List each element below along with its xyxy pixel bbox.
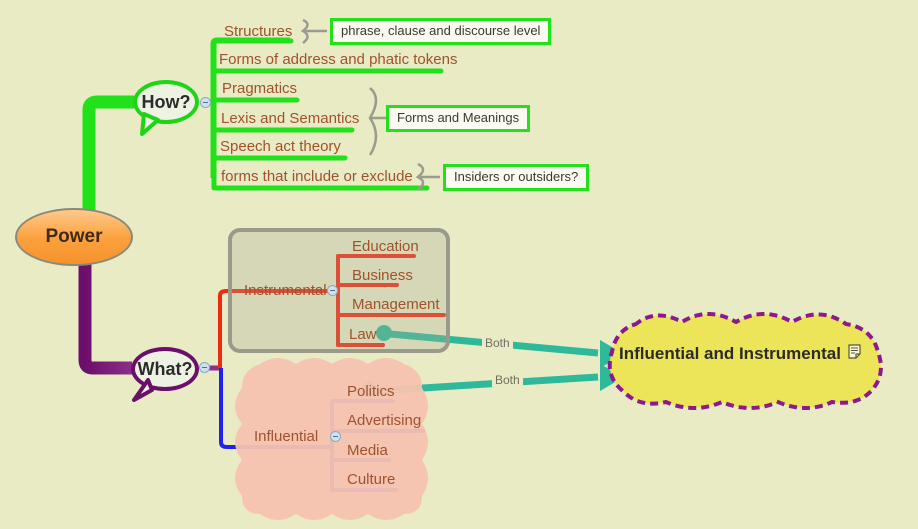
relation-label-both-law[interactable]: Both — [482, 336, 513, 350]
branch-node-what[interactable]: What? — [131, 347, 199, 391]
toggle-instrumental[interactable] — [327, 285, 338, 296]
trunk-how — [82, 95, 134, 218]
what-bubble-tail — [132, 378, 154, 402]
how-child-forms-of-address[interactable]: Forms of address and phatic tokens — [219, 51, 458, 68]
relation-label-both-politics[interactable]: Both — [492, 373, 523, 387]
instrumental-item-law[interactable]: Law — [349, 326, 377, 343]
influential-item-politics[interactable]: Politics — [347, 383, 395, 400]
how-child-forms-include-exclude[interactable]: forms that include or exclude — [221, 168, 413, 185]
what-child-instrumental[interactable]: Instrumental — [244, 282, 327, 299]
brace-forms-meanings — [368, 87, 386, 156]
root-node-power[interactable]: Power — [15, 208, 133, 266]
note-icon[interactable] — [848, 344, 861, 364]
toggle-how[interactable] — [200, 97, 211, 108]
callout-phrase-clause-discourse[interactable]: phrase, clause and discourse level — [330, 18, 552, 45]
how-child-structures[interactable]: Structures — [224, 23, 293, 40]
how-child-speech-act-theory[interactable]: Speech act theory — [220, 138, 341, 155]
relation-arrowhead-2 — [600, 364, 624, 391]
what-child-influential[interactable]: Influential — [254, 428, 319, 445]
how-bubble-tail — [140, 112, 160, 136]
cloud-node-label: Influential and Instrumental — [619, 344, 841, 363]
trunk-what — [78, 262, 132, 375]
instrumental-item-management[interactable]: Management — [352, 296, 440, 313]
toggle-what[interactable] — [199, 362, 210, 373]
group-instrumental — [228, 228, 450, 353]
cloud-node-influential-and-instrumental[interactable]: Influential and Instrumental — [612, 340, 868, 368]
branch-node-what-label: What? — [137, 358, 193, 379]
how-child-lexis-semantics[interactable]: Lexis and Semantics — [221, 110, 360, 127]
instrumental-item-business[interactable]: Business — [352, 267, 413, 284]
callout-insiders-or-outsiders[interactable]: Insiders or outsiders? — [443, 164, 590, 191]
branch-node-how-label: How? — [141, 91, 191, 112]
toggle-influential[interactable] — [330, 431, 341, 442]
influential-item-culture[interactable]: Culture — [347, 471, 396, 488]
callout-forms-and-meanings[interactable]: Forms and Meanings — [386, 105, 531, 132]
brace-insiders — [415, 162, 440, 191]
brace-structures — [300, 18, 327, 44]
branch-node-how[interactable]: How? — [133, 80, 199, 124]
root-node-label: Power — [45, 226, 103, 247]
influential-item-media[interactable]: Media — [347, 442, 388, 459]
instrumental-item-education[interactable]: Education — [352, 238, 419, 255]
influential-item-advertising[interactable]: Advertising — [347, 412, 422, 429]
how-child-pragmatics[interactable]: Pragmatics — [222, 80, 298, 97]
